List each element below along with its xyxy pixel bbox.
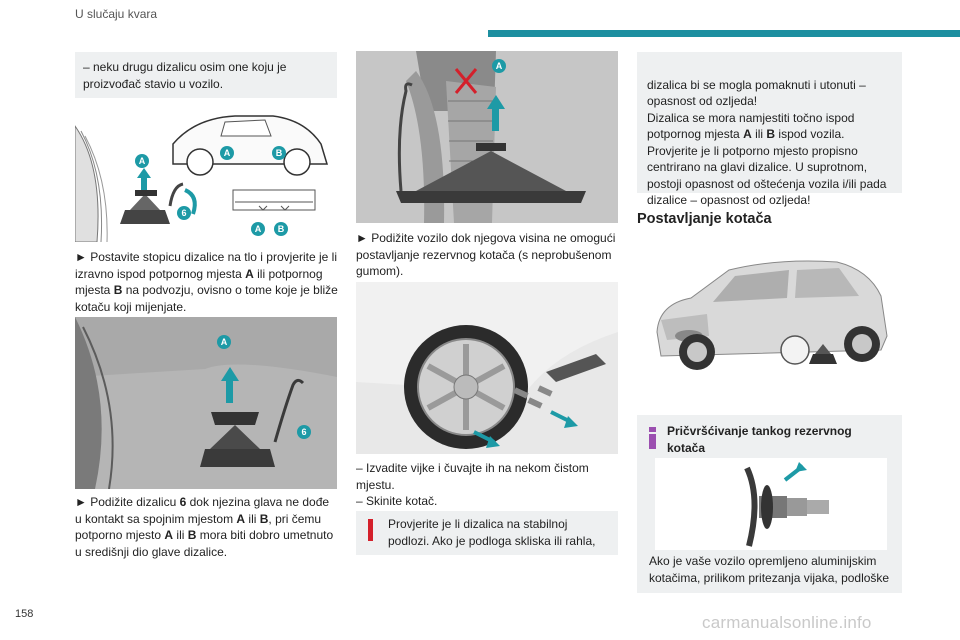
section-title: U slučaju kvara — [75, 7, 158, 21]
section-heading: Postavljanje kotača — [637, 211, 772, 227]
warning-icon — [368, 519, 373, 541]
point-b-badge: B — [272, 146, 286, 160]
info-box: Pričvršćivanje tankog rezervnog kotača A… — [637, 415, 902, 593]
jack-raise-illustration — [75, 317, 337, 489]
jack-number-badge: 6 — [177, 206, 191, 220]
info-title: Pričvršćivanje tankog rezervnog kotača — [667, 424, 852, 455]
info-icon — [649, 427, 656, 449]
step-remove-bolts: – Izvadite vijke i čuvajte ih na nekom č… — [356, 461, 589, 492]
point-a-badge: A — [492, 59, 506, 73]
step-remove-wheel: – Skinite kotač. — [356, 494, 438, 508]
car-wheel-figure — [637, 240, 902, 408]
point-a-badge: A — [220, 146, 234, 160]
instruction-paragraph-3: ► Podižite vozilo dok njegova visina ne … — [356, 231, 616, 278]
note-box: – neku drugu dizalicu osim one koju je p… — [75, 52, 337, 98]
wheel-removal-illustration — [356, 282, 618, 454]
warning-text: Provjerite je li dizalica na stabilnoj p… — [388, 517, 596, 548]
vehicle-lift-figure: A — [356, 51, 618, 223]
warning-box: Provjerite je li dizalica na stabilnoj p… — [356, 511, 618, 555]
bolt-figure — [655, 458, 887, 550]
vehicle-lift-illustration — [356, 51, 618, 223]
point-b-badge: B — [274, 222, 288, 236]
jack-raise-figure: A 6 — [75, 317, 337, 489]
wheel-removal-figure — [356, 282, 618, 454]
note-text: – neku drugu dizalicu osim one koju je p… — [83, 60, 287, 91]
jack-number-badge: 6 — [297, 425, 311, 439]
warning-box-continued: dizalica bi se mogla pomaknuti i utonuti… — [637, 52, 902, 207]
info-text: Ako je vaše vozilo opremljeno aluminijsk… — [649, 554, 890, 585]
instruction-paragraph-2: ► Podižite dizalicu 6 dok njezina glava … — [75, 495, 334, 559]
point-a-badge: A — [251, 222, 265, 236]
page-number: 158 — [15, 608, 34, 620]
instruction-paragraph-1: ► Postavite stopicu dizalice na tlo i pr… — [75, 250, 338, 314]
instruction-paragraph-4: – Izvadite vijke i čuvajte ih na nekom č… — [356, 460, 620, 510]
jack-position-figure: A A B 6 A B — [75, 106, 337, 242]
header-accent-bar — [488, 30, 960, 37]
bolt-illustration — [744, 462, 829, 547]
point-a-badge: A — [135, 154, 149, 168]
point-a-badge: A — [217, 335, 231, 349]
car-illustration — [656, 260, 888, 370]
watermark: carmanualsonline.info — [702, 613, 872, 632]
jack-position-illustration — [75, 115, 329, 242]
